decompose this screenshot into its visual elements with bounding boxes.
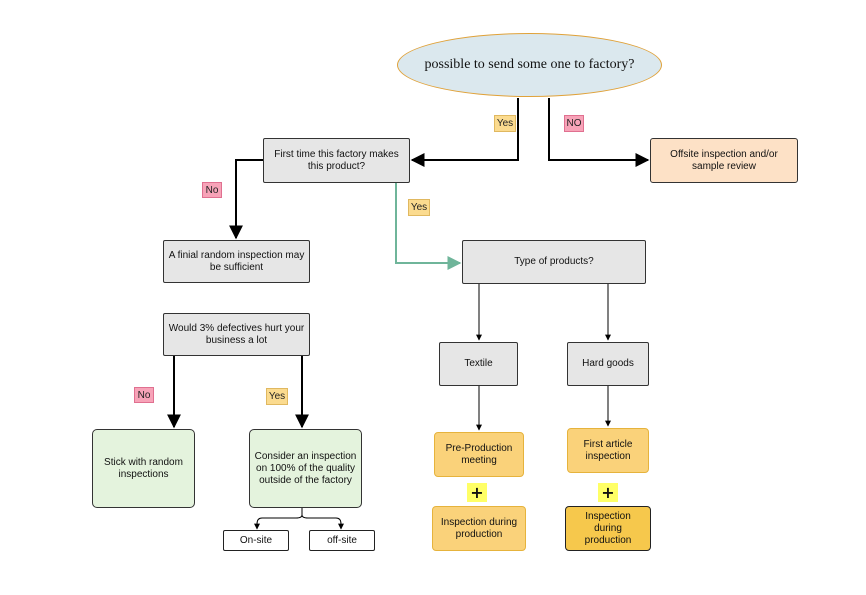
consider-100-node: Consider an inspection on 100% of the qu… (249, 429, 362, 508)
edge-start-yes-to-first-time (410, 98, 519, 167)
edge-first-time-yes-to-type-products (395, 183, 462, 270)
plus-textile: + (467, 483, 487, 502)
edge-first-time-no-to-final-random (229, 159, 263, 240)
final-random-inspection-node: A finial random inspection may be suffic… (163, 240, 310, 283)
pre-production-node: Pre-Production meeting (434, 432, 524, 477)
first-article-node: First article inspection (567, 428, 649, 473)
inspection-during-hard-node: Inspection during production (565, 506, 651, 551)
first-time-decision-node: First time this factory makes this produ… (263, 138, 410, 183)
no-tag-start: NO (564, 115, 584, 132)
onsite-node: On-site (223, 530, 289, 551)
stick-random-node: Stick with random inspections (92, 429, 195, 508)
edge-consider-brace-right (301, 514, 344, 530)
hard-goods-node: Hard goods (567, 342, 649, 386)
inspection-during-textile-node: Inspection during production (432, 506, 526, 551)
yes-tag-start: Yes (494, 115, 516, 132)
edge-start-no-to-offsite (548, 98, 650, 167)
no-tag-first-time: No (202, 182, 222, 198)
edge-consider-brace (254, 508, 303, 530)
offsite-option-node: off-site (309, 530, 375, 551)
plus-hard-goods: + (598, 483, 618, 502)
defects-decision-node: Would 3% defectives hurt your business a… (163, 313, 310, 356)
type-products-node: Type of products? (462, 240, 646, 284)
yes-tag-defects: Yes (266, 388, 288, 405)
start-decision-node: possible to send some one to factory? (397, 33, 662, 97)
offsite-inspection-node: Offsite inspection and/or sample review (650, 138, 798, 183)
no-tag-defects: No (134, 387, 154, 403)
textile-node: Textile (439, 342, 518, 386)
yes-tag-first-time: Yes (408, 199, 430, 216)
